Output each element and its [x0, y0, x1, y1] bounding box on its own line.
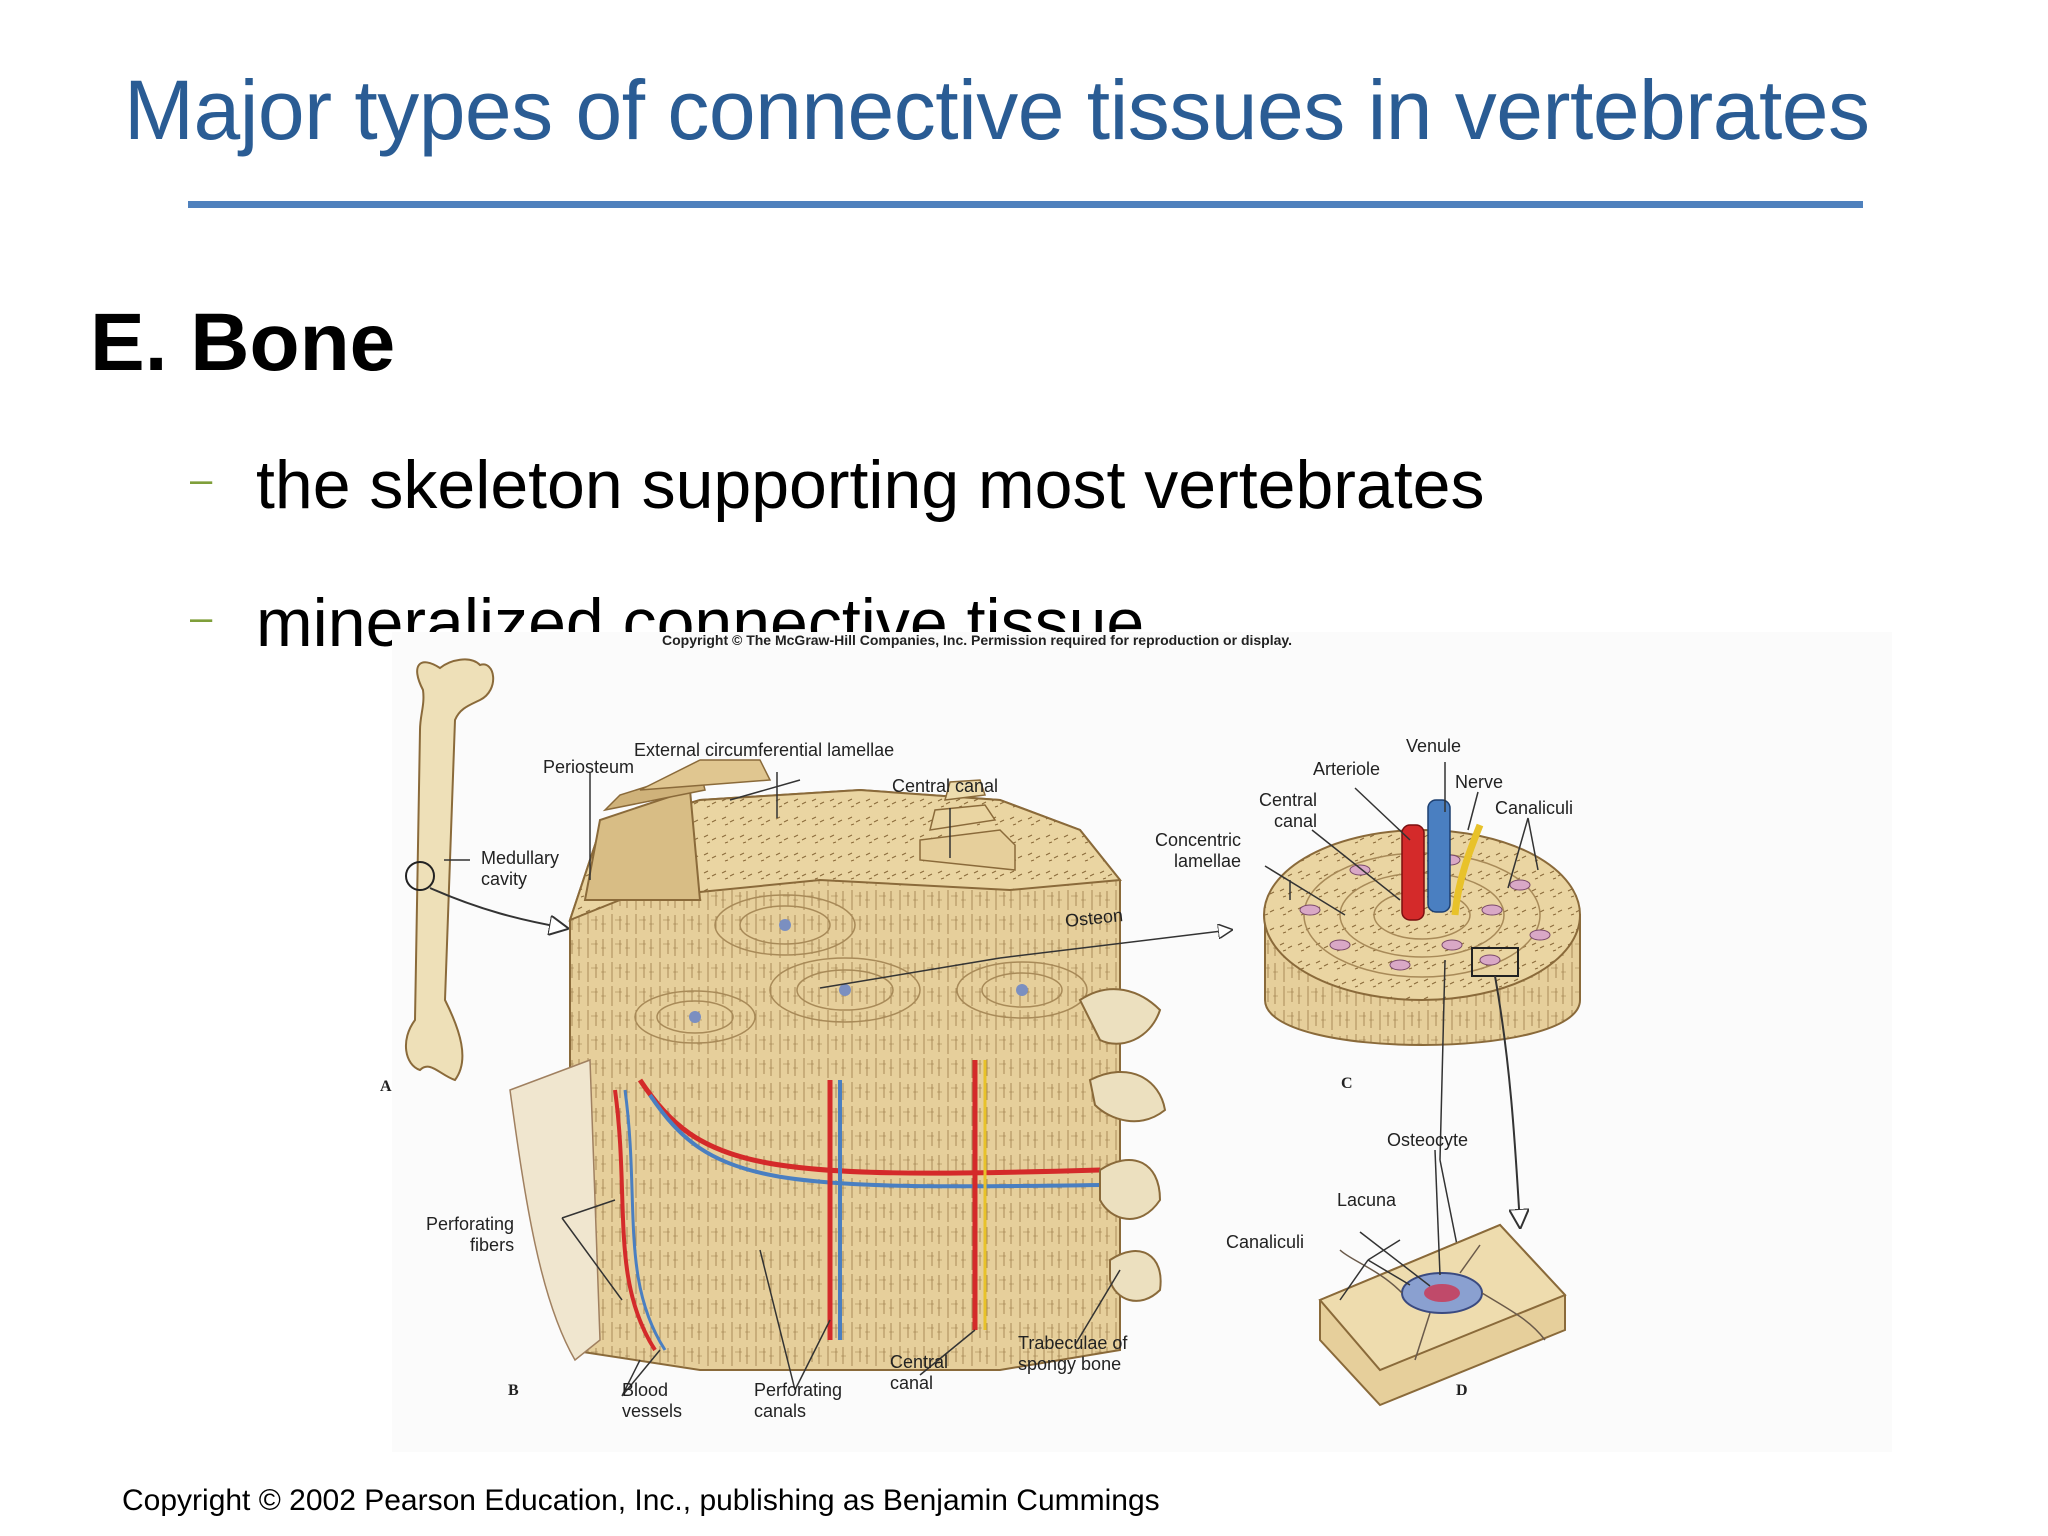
label-canaliculi-c: Canaliculi [1495, 798, 1574, 818]
label-central-canal-bottom: Central canal [890, 1352, 949, 1393]
slide-copyright-footer: Copyright © 2002 Pearson Education, Inc.… [122, 1484, 1160, 1517]
panel-letter-d: D [1456, 1382, 1468, 1399]
section-heading: E. Bone [90, 297, 396, 388]
panel-letter-a: A [380, 1078, 392, 1095]
label-perforating-canals: Perforating canals [754, 1380, 843, 1421]
compact-bone-block [509, 759, 1167, 1371]
label-nerve: Nerve [1455, 772, 1504, 792]
title-underline [188, 201, 1863, 208]
label-central-canal-c: Central canal [1259, 790, 1318, 831]
bullet-item-1: the skeleton supporting most vertebrates [256, 447, 1485, 523]
figure-copyright: Copyright © The McGraw-Hill Companies, I… [662, 632, 1293, 648]
label-blood-vessels: Blood vessels [622, 1380, 683, 1421]
label-medullary-cavity: Medullary cavity [481, 848, 560, 889]
panel-letter-b: B [508, 1382, 519, 1399]
label-venule: Venule [1406, 736, 1462, 756]
label-trabeculae: Trabeculae of spongy bone [1018, 1333, 1128, 1374]
slide-title: Major types of connective tissues in ver… [124, 63, 1870, 157]
label-arteriole: Arteriole [1313, 759, 1381, 779]
bullet-dash-2: – [190, 596, 213, 640]
label-central-canal-top: Central canal [892, 776, 999, 796]
label-osteocyte: Osteocyte [1387, 1130, 1469, 1150]
osteon-cylinder [1263, 799, 1581, 1225]
bullet-dash-1: – [190, 458, 213, 502]
femur-drawing [404, 658, 565, 1082]
label-canaliculi-d: Canaliculi [1226, 1232, 1305, 1252]
label-lacuna: Lacuna [1337, 1190, 1397, 1210]
label-periosteum: Periosteum [543, 757, 635, 777]
panel-letter-c: C [1341, 1075, 1353, 1092]
label-external-lamellae: External circumferential lamellae [634, 740, 895, 760]
lacuna-block [1318, 1223, 1567, 1407]
label-perforating-fibers: Perforating fibers [426, 1214, 515, 1255]
label-concentric-lamellae: Concentric lamellae [1155, 830, 1242, 871]
